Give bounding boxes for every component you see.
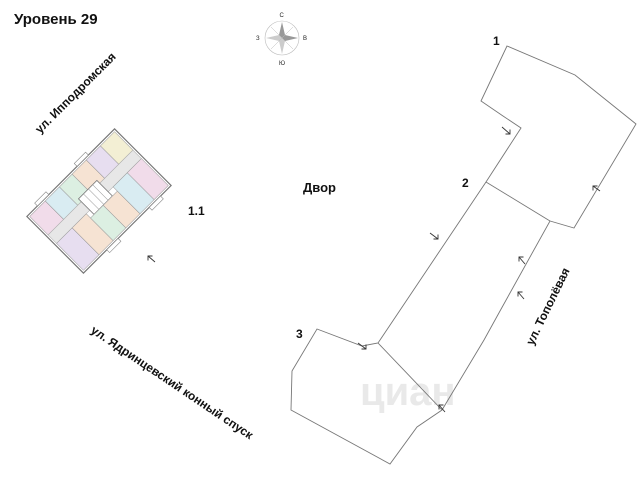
- compass-rose-icon: [264, 20, 300, 56]
- section-label-1: 1: [493, 34, 500, 48]
- entrance-arrow-icon: [438, 404, 446, 413]
- street-label-topolevaya: ул. Тополёвая: [523, 266, 572, 348]
- page-title: Уровень 29: [14, 11, 98, 28]
- section-label-3: 3: [296, 327, 303, 341]
- entrance-arrow-icon: [592, 185, 601, 192]
- apartment[interactable]: [126, 158, 169, 200]
- compass-south: Ю: [279, 61, 285, 67]
- compass-north: С: [280, 13, 285, 19]
- building-label-1-1: 1.1: [188, 204, 205, 218]
- entrance-arrow-icon: [357, 342, 367, 350]
- entrance-arrow-icon: [518, 256, 526, 265]
- compass-east: В: [303, 36, 307, 42]
- floor-plan-1-1[interactable]: [24, 126, 174, 276]
- section-label-2: 2: [462, 176, 469, 190]
- street-label-hippodrome: ул. Ипподромская: [32, 50, 118, 136]
- entrance-arrow-icon: [147, 255, 156, 263]
- street-label-yadrintsev: ул. Ядринцевский конный спуск: [88, 323, 256, 443]
- yard-label: Двор: [303, 180, 336, 195]
- watermark: циан: [360, 370, 456, 414]
- entrance-arrow-icon: [517, 291, 525, 300]
- compass-west: З: [256, 36, 260, 42]
- entrance-arrow-icon: [429, 232, 439, 240]
- entrance-arrow-icon: [501, 126, 511, 135]
- complex-outline[interactable]: [290, 45, 637, 465]
